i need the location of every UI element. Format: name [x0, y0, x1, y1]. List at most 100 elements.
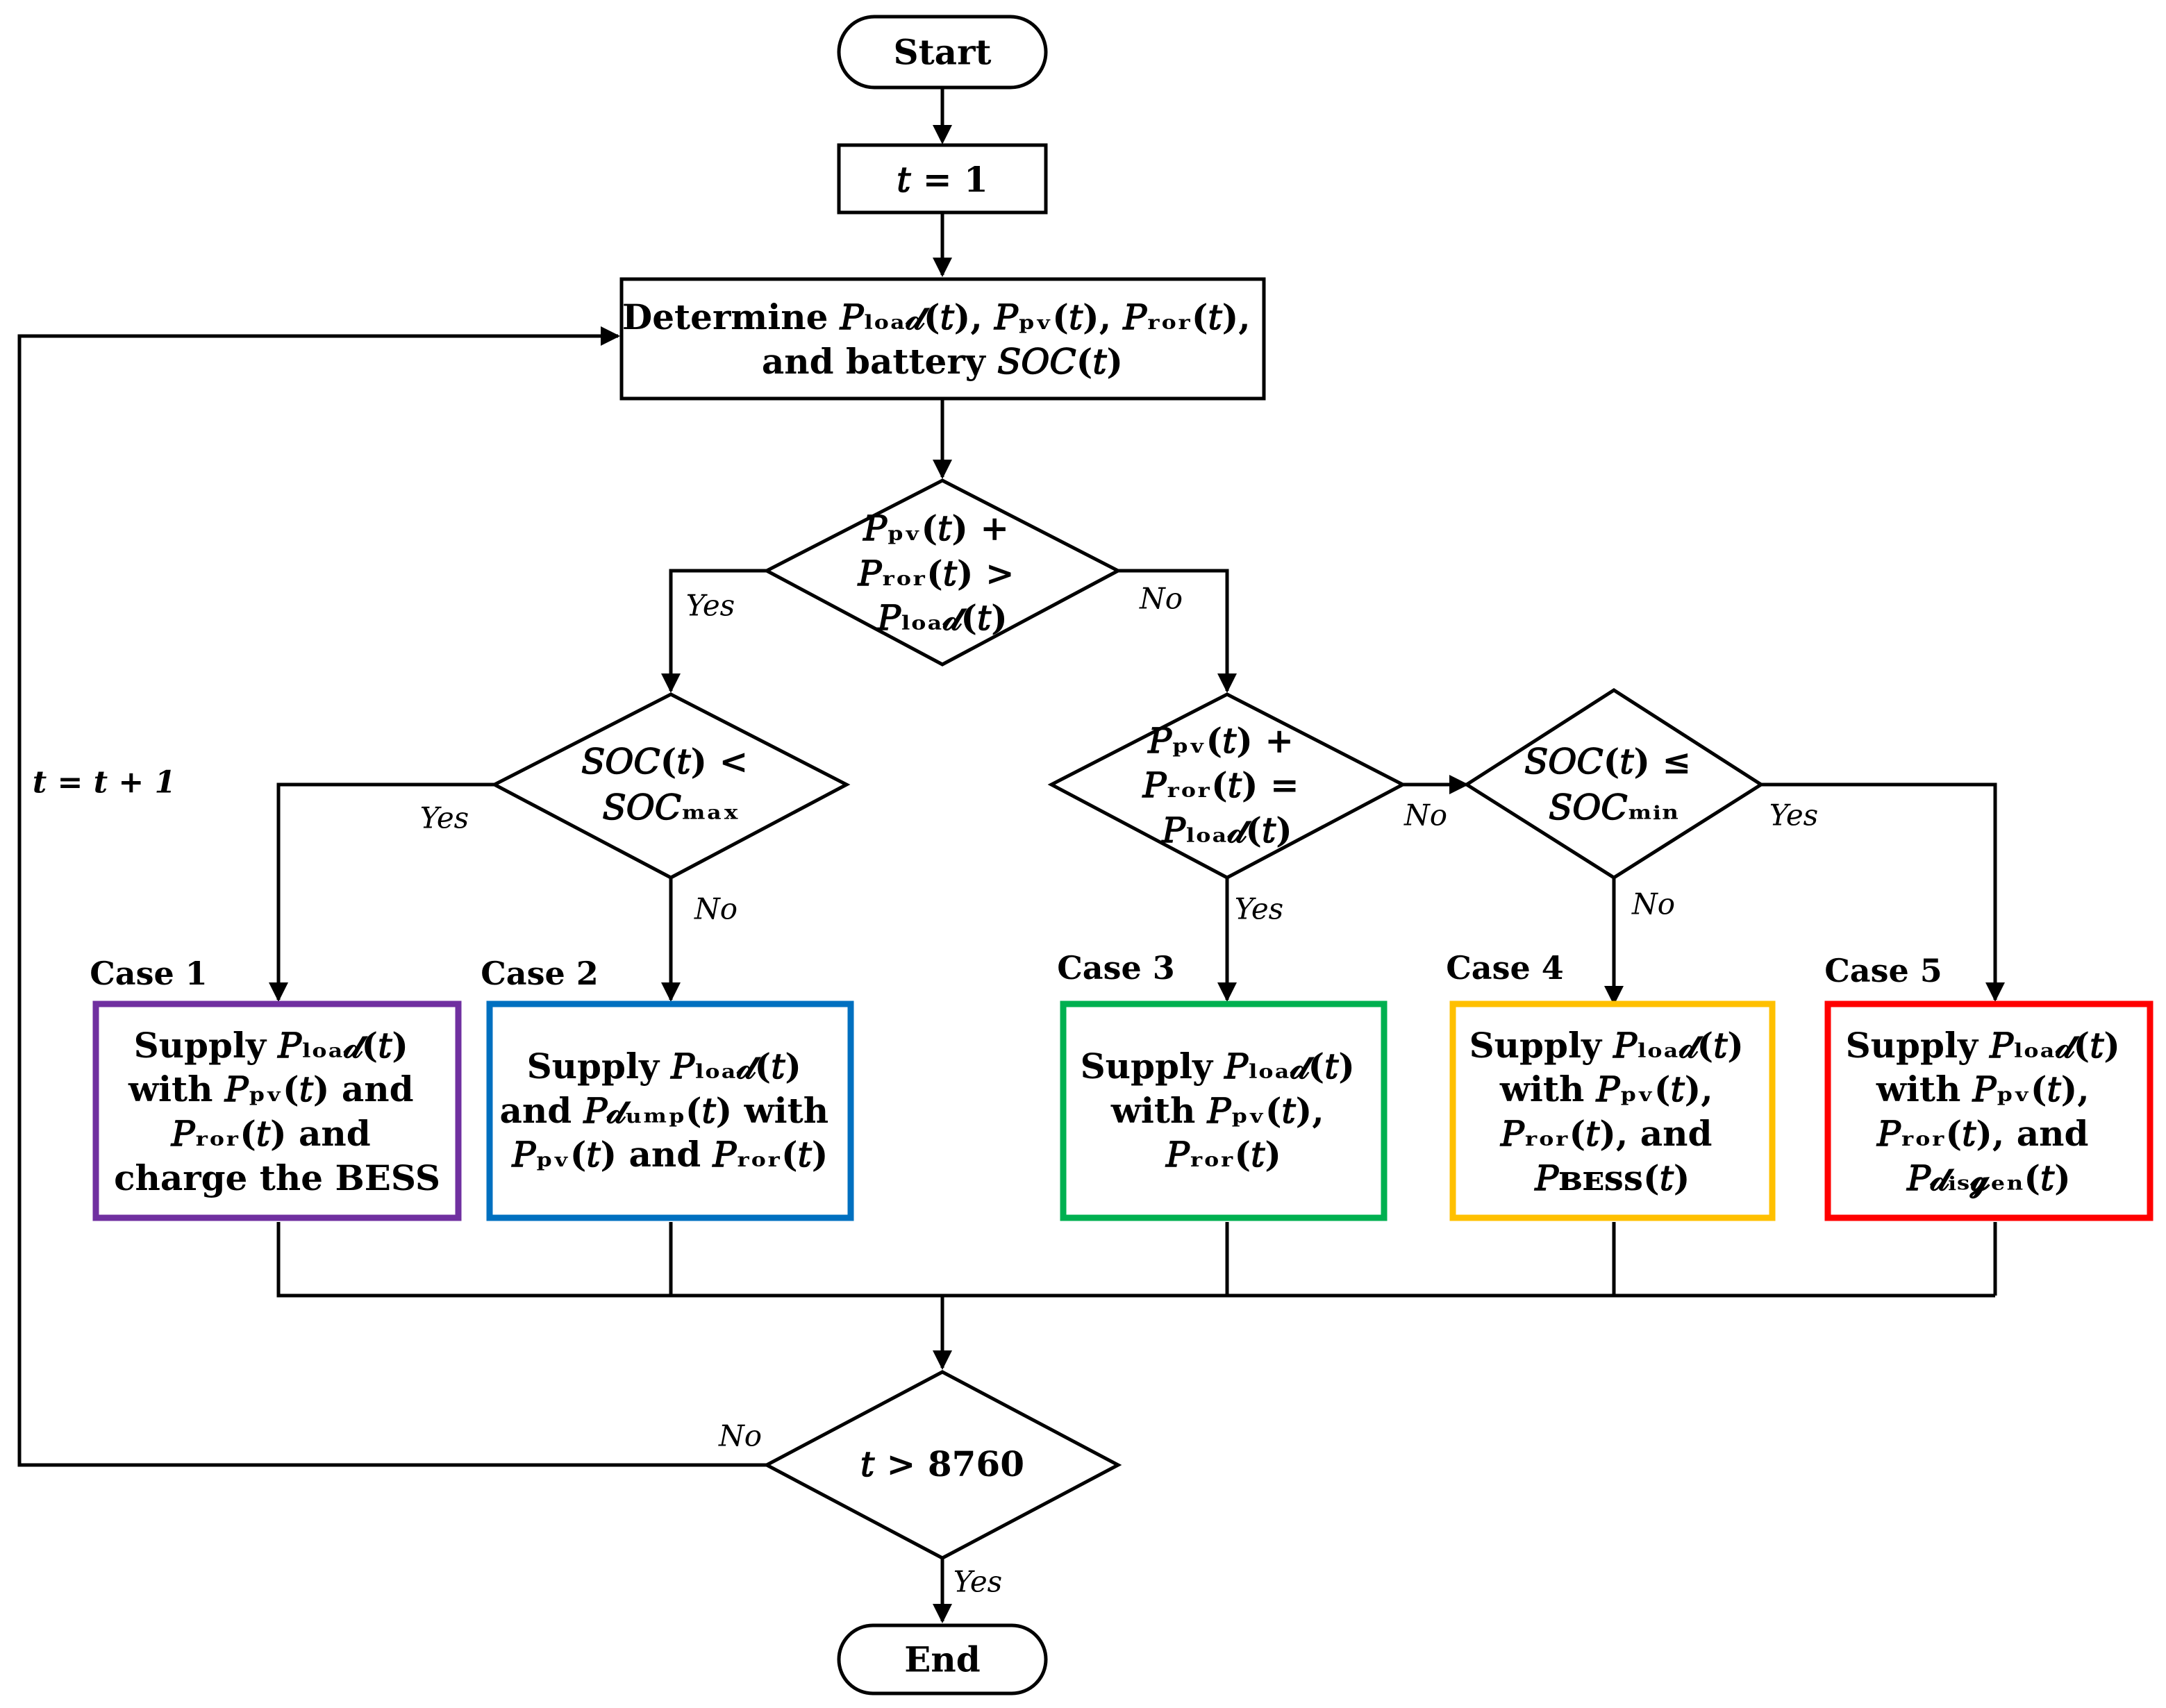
decision-soc-min-line-1: 𝑆𝑂𝐶(𝑡) ≤ [1524, 741, 1691, 782]
edge-surplus-no [1118, 569, 1229, 691]
case-4-line-4: 𝑃ʙᴇꜱꜱ(𝑡) [1534, 1157, 1690, 1198]
label-surplus-yes: Yes [686, 589, 735, 623]
case-1-box [92, 1000, 462, 1221]
label-end-no: No [718, 1419, 762, 1453]
case-4-line-2: with 𝑃ₚᵥ(𝑡), [1499, 1069, 1713, 1110]
determine-label: Determine 𝑃ₗₒₐ𝒹(𝑡), 𝑃ₚᵥ(𝑡), 𝑃ᵣₒᵣ(𝑡), and… [622, 296, 1263, 382]
edge-end-check-no-loop [17, 334, 767, 1467]
case-3: Case 3 Supply 𝑃ₗₒₐ𝒹(𝑡) with 𝑃ₚᵥ(𝑡), 𝑃ᵣₒᵣ… [1057, 949, 1388, 1221]
case-3-label: Case 3 [1057, 949, 1175, 987]
case-5-line-1: Supply 𝑃ₗₒₐ𝒹(𝑡) [1846, 1025, 2120, 1066]
arrowhead [1985, 982, 2005, 1002]
decision-equal: 𝑃ₚᵥ(𝑡) + 𝑃ᵣₒᵣ(𝑡) = 𝑃ₗₒₐ𝒹(𝑡) [1047, 692, 1407, 880]
loop-increment-label: t = t + 1 [33, 765, 176, 801]
determine-line-1: Determine 𝑃ₗₒₐ𝒹(𝑡), 𝑃ₚᵥ(𝑡), 𝑃ᵣₒᵣ(𝑡), [622, 296, 1251, 337]
case-5-text: Supply 𝑃ₗₒₐ𝒹(𝑡) with 𝑃ₚᵥ(𝑡), 𝑃ᵣₒᵣ(𝑡), an… [1846, 1025, 2133, 1198]
decision-end-check: 𝑡 > 8760 [763, 1370, 1122, 1560]
arrowhead [933, 258, 952, 277]
case-4-line-3: 𝑃ᵣₒᵣ(𝑡), and [1499, 1113, 1712, 1154]
case-5-line-3: 𝑃ᵣₒᵣ(𝑡), and [1876, 1113, 2088, 1154]
decision-end-check-line: 𝑡 > 8760 [860, 1443, 1024, 1484]
decision-surplus-line-1: 𝑃ₚᵥ(𝑡) + [862, 508, 1009, 549]
start-terminal: Start [837, 15, 1048, 90]
case-2-label: Case 2 [481, 955, 599, 992]
case-3-line-2: with 𝑃ₚᵥ(𝑡), [1110, 1090, 1324, 1131]
case-1-line-3: 𝑃ᵣₒᵣ(𝑡) and [170, 1113, 371, 1154]
arrowhead [933, 460, 952, 479]
case-2-line-2: and 𝑃𝒹ᵤₘₚ(𝑡) with [499, 1090, 828, 1131]
case-1-line-1: Supply 𝑃ₗₒₐ𝒹(𝑡) [134, 1025, 408, 1066]
case-2-line-1: Supply 𝑃ₗₒₐ𝒹(𝑡) [527, 1046, 801, 1087]
edge-cases-merge [276, 1222, 1997, 1298]
label-socmin-no: No [1631, 887, 1675, 921]
case-3-box [1060, 1000, 1388, 1221]
decision-equal-line-2: 𝑃ᵣₒᵣ(𝑡) = [1142, 764, 1299, 805]
case-3-text: Supply 𝑃ₗₒₐ𝒹(𝑡) with 𝑃ₚᵥ(𝑡), 𝑃ᵣₒᵣ(𝑡) [1081, 1046, 1367, 1175]
arrowhead [1217, 673, 1237, 693]
decision-surplus-line-3: 𝑃ₗₒₐ𝒹(𝑡) [876, 597, 1008, 638]
case-5-line-2: with 𝑃ₚᵥ(𝑡), [1876, 1069, 2090, 1110]
case-5: Case 5 Supply 𝑃ₗₒₐ𝒹(𝑡) with 𝑃ₚᵥ(𝑡), 𝑃ᵣₒᵣ… [1824, 952, 2153, 1221]
edge-labels: Yes No Yes No Yes No Yes No No Yes t = t… [33, 582, 1818, 1599]
end-label: End [904, 1639, 980, 1680]
decision-equal-line-1: 𝑃ₚᵥ(𝑡) + [1147, 720, 1294, 761]
case-5-box [1824, 1000, 2153, 1221]
arrowhead [933, 1604, 952, 1623]
case-5-line-4: 𝑃𝒹ᵢₛ𝓰ₑₙ(𝑡) [1906, 1157, 2071, 1198]
label-socmax-yes: Yes [420, 801, 469, 835]
label-socmax-no: No [694, 892, 738, 926]
case-1: Case 1 Supply 𝑃ₗₒₐ𝒹(𝑡) with 𝑃ₚᵥ(𝑡) and 𝑃… [90, 955, 462, 1221]
label-end-yes: Yes [953, 1565, 1003, 1599]
case-4-text: Supply 𝑃ₗₒₐ𝒹(𝑡) with 𝑃ₚᵥ(𝑡), 𝑃ᵣₒᵣ(𝑡), an… [1469, 1025, 1756, 1198]
init-line: 𝑡 = 1 [897, 159, 988, 200]
arrowhead [933, 1350, 952, 1370]
start-label: Start [893, 32, 991, 73]
arrowhead [1449, 775, 1469, 794]
case-1-text: Supply 𝑃ₗₒₐ𝒹(𝑡) with 𝑃ₚᵥ(𝑡) and 𝑃ᵣₒᵣ(𝑡) … [114, 1025, 440, 1198]
arrowhead [269, 982, 288, 1002]
arrowhead [661, 673, 681, 693]
end-terminal: End [837, 1623, 1048, 1696]
case-3-line-1: Supply 𝑃ₗₒₐ𝒹(𝑡) [1081, 1046, 1355, 1087]
determine-box: Determine 𝑃ₗₒₐ𝒹(𝑡), 𝑃ₚᵥ(𝑡), 𝑃ᵣₒᵣ(𝑡), and… [619, 277, 1266, 401]
case-4-line-1: Supply 𝑃ₗₒₐ𝒹(𝑡) [1469, 1025, 1744, 1066]
case-4: Case 4 Supply 𝑃ₗₒₐ𝒹(𝑡) with 𝑃ₚᵥ(𝑡), 𝑃ᵣₒᵣ… [1446, 949, 1776, 1221]
label-equal-no: No [1403, 798, 1447, 832]
decision-soc-min-label: 𝑆𝑂𝐶(𝑡) ≤ 𝑆𝑂𝐶ₘᵢₙ [1524, 741, 1703, 828]
case-2-text: Supply 𝑃ₗₒₐ𝒹(𝑡) and 𝑃𝒹ᵤₘₚ(𝑡) with 𝑃ₚᵥ(𝑡)… [499, 1046, 840, 1175]
case-2-box [486, 1000, 854, 1221]
decision-surplus: 𝑃ₚᵥ(𝑡) + 𝑃ᵣₒᵣ(𝑡) > 𝑃ₗₒₐ𝒹(𝑡) [763, 478, 1122, 667]
edge-socmin-yes [1761, 782, 1997, 1000]
decision-equal-line-3: 𝑃ₗₒₐ𝒹(𝑡) [1160, 810, 1292, 851]
label-socmin-yes: Yes [1769, 798, 1819, 832]
determine-line-2: and battery 𝑆𝑂𝐶(𝑡) [762, 341, 1123, 382]
edge-socmax-yes [276, 782, 494, 1000]
decision-equal-label: 𝑃ₚᵥ(𝑡) + 𝑃ᵣₒᵣ(𝑡) = 𝑃ₗₒₐ𝒹(𝑡) [1142, 720, 1312, 851]
init-box: 𝑡 = 1 [837, 143, 1048, 215]
decision-surplus-line-2: 𝑃ᵣₒᵣ(𝑡) > [857, 553, 1015, 594]
arrowheads [269, 125, 2005, 1623]
arrowhead [661, 982, 681, 1002]
init-label: 𝑡 = 1 [897, 159, 988, 200]
decision-end-check-label: 𝑡 > 8760 [860, 1443, 1024, 1484]
arrowhead [1217, 982, 1237, 1002]
case-2-line-3: 𝑃ₚᵥ(𝑡) and 𝑃ᵣₒᵣ(𝑡) [511, 1134, 828, 1175]
case-5-label: Case 5 [1824, 952, 1942, 989]
arrowhead [1604, 986, 1624, 1005]
case-1-line-2: with 𝑃ₚᵥ(𝑡) and [128, 1069, 414, 1110]
decision-surplus-label: 𝑃ₚᵥ(𝑡) + 𝑃ᵣₒᵣ(𝑡) > 𝑃ₗₒₐ𝒹(𝑡) [857, 508, 1027, 638]
case-3-line-3: 𝑃ᵣₒᵣ(𝑡) [1165, 1134, 1281, 1175]
case-2: Case 2 Supply 𝑃ₗₒₐ𝒹(𝑡) and 𝑃𝒹ᵤₘₚ(𝑡) with… [481, 955, 854, 1221]
decision-soc-max-label: 𝑆𝑂𝐶(𝑡) < 𝑆𝑂𝐶ₘₐₓ [581, 741, 760, 828]
case-1-label: Case 1 [90, 955, 208, 992]
arrowhead [933, 125, 952, 144]
arrowhead [601, 326, 620, 346]
case-4-label: Case 4 [1446, 949, 1564, 987]
case-4-box [1449, 1000, 1776, 1221]
case-1-line-4: charge the BESS [114, 1157, 440, 1198]
decision-soc-max-line-1: 𝑆𝑂𝐶(𝑡) < [581, 741, 748, 782]
label-equal-yes: Yes [1235, 892, 1284, 926]
label-surplus-no: No [1139, 582, 1183, 616]
decision-soc-max: 𝑆𝑂𝐶(𝑡) < 𝑆𝑂𝐶ₘₐₓ [490, 692, 851, 880]
